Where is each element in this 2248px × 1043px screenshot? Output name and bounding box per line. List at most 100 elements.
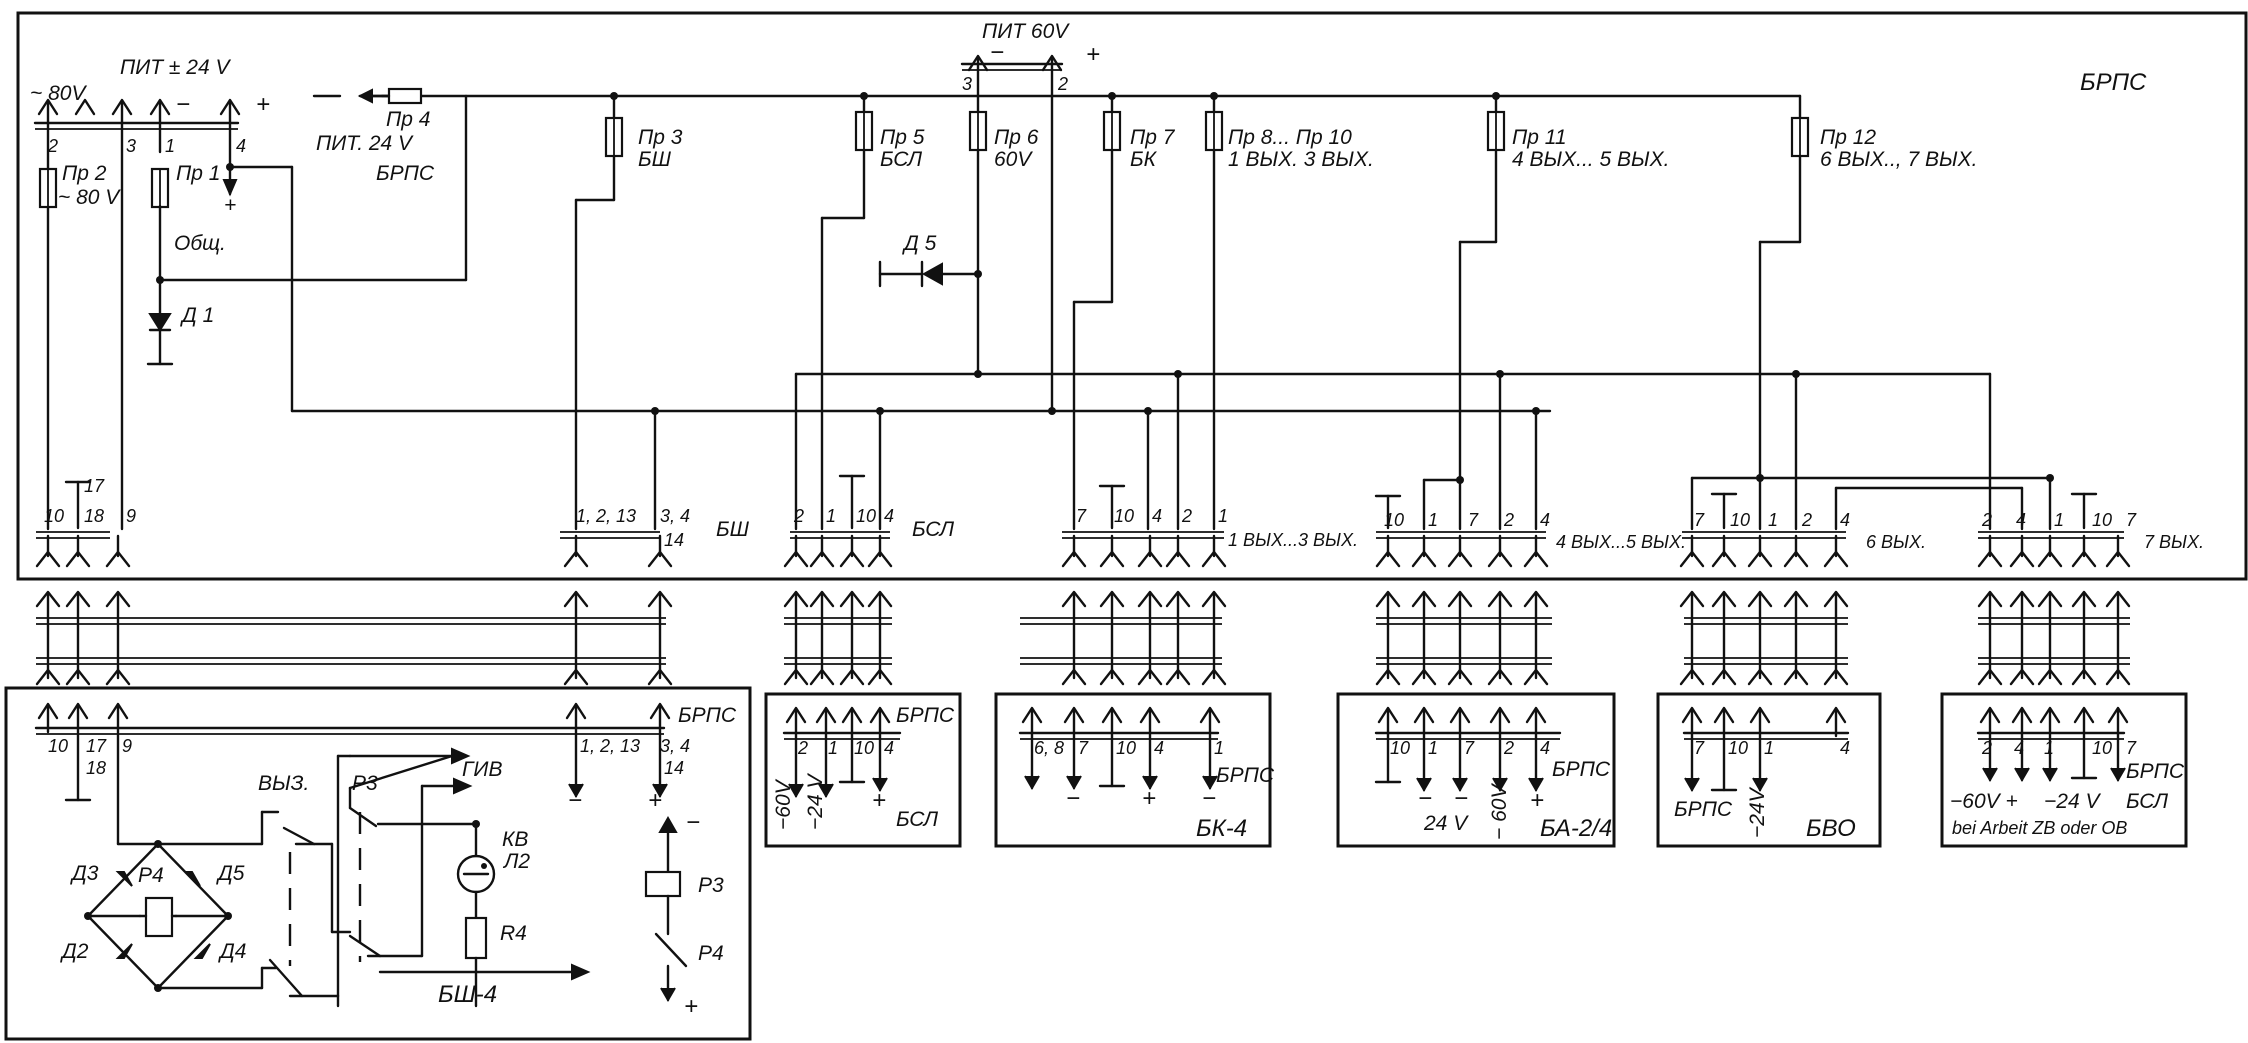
pin-arrow — [563, 550, 589, 568]
pin-arrow — [783, 550, 809, 568]
out45-pin-10: 10 — [1384, 510, 1404, 530]
pin-arrow — [1747, 550, 1773, 568]
unit-bk4: 6, 8 7 10 4 1 БРПС − + − БК-4 — [994, 692, 1275, 848]
cable-arrow-top — [2105, 590, 2131, 608]
bsl-unit-24v: −24 V — [804, 773, 827, 830]
fuse-pr3-label: Пр 3 — [638, 126, 683, 149]
out45-pin-7: 7 — [1468, 510, 1479, 530]
pin-arrow — [105, 550, 131, 568]
giv-label: ГИВ — [462, 758, 502, 781]
ba24-24v: 24 V — [1423, 812, 1469, 835]
cable-arrow-top — [105, 590, 131, 608]
cable-arrow-top — [1711, 590, 1737, 608]
p3-contact-label: Р3 — [352, 772, 378, 795]
ba24-name: БА-2/4 — [1540, 815, 1612, 842]
pin-2-label: 2 — [47, 136, 58, 156]
bk4-minus-a: − — [1066, 785, 1080, 812]
out7u-pin-4: 4 — [2014, 738, 2024, 758]
pin-arrow — [2037, 550, 2063, 568]
out45-pin-2: 2 — [1503, 510, 1514, 530]
cable-arrow-top — [1487, 590, 1513, 608]
cable-arrow-top — [1747, 590, 1773, 608]
cable-arrow-bottom — [647, 668, 673, 686]
out45-pin-1: 1 — [1428, 510, 1438, 530]
cable-arrow-bottom — [65, 668, 91, 686]
bsh4-pin-10: 10 — [48, 736, 68, 756]
fuse-pr4-label: Пр 4 — [386, 108, 430, 131]
out7-pin-4: 4 — [2016, 510, 2026, 530]
pit24-input — [312, 87, 1802, 105]
out45-pin-4: 4 — [1540, 510, 1550, 530]
out7-pin-1: 1 — [2054, 510, 2064, 530]
bsh4-pin-18: 18 — [86, 758, 106, 778]
bsh4-minus: − — [568, 787, 582, 814]
out7u-pin-2: 2 — [1981, 738, 1992, 758]
pit60-minus: − — [990, 39, 1004, 66]
out7u-brpc: БРПС — [2126, 760, 2185, 783]
pin-arrow — [809, 550, 835, 568]
l2-label: Л2 — [502, 850, 530, 873]
supply-pit24-label: ПИТ ± 24 V — [120, 56, 231, 79]
pit60-pin2: 2 — [1057, 74, 1068, 94]
pin-arrow — [1201, 550, 1227, 568]
cable-arrow-bottom — [867, 668, 893, 686]
bsl-unit-brpc: БРПС — [896, 704, 955, 727]
supply-connector-left — [33, 94, 657, 531]
bsl-unit-pin-4: 4 — [884, 738, 894, 758]
fuse-pr8-10-sub: 1 ВЫХ. 3 ВЫХ. — [1228, 148, 1374, 171]
out6-pin-1: 1 — [1768, 510, 1778, 530]
cable-arrow-top — [1411, 590, 1437, 608]
pit60-connector — [960, 54, 1064, 413]
unit-bvo: 7 10 1 4 БРПС −24V БВО — [1656, 692, 1882, 848]
fuse-pr5-label: Пр 5 — [880, 126, 925, 149]
fuse-pr7-label: Пр 7 — [1130, 126, 1176, 149]
bsl-unit-plus: + — [872, 787, 886, 814]
pin-arrow — [65, 550, 91, 568]
bsl-unit-pin-2: 2 — [797, 738, 808, 758]
pin-arrow — [1487, 550, 1513, 568]
cable-arrow-bottom — [1201, 668, 1227, 686]
out13-pin-7: 7 — [1076, 506, 1087, 526]
cable-arrow-top — [647, 590, 673, 608]
cable-arrow-bottom — [1137, 668, 1163, 686]
pin-arrow — [2105, 550, 2131, 568]
bk4-pin-1: 1 — [1214, 738, 1224, 758]
pin-arrow — [35, 550, 61, 568]
cable-arrow-top — [1061, 590, 1087, 608]
bridge-d3: Д3 — [70, 862, 99, 885]
ba24-plus: + — [1530, 787, 1544, 814]
out7-pin-10: 10 — [2092, 510, 2112, 530]
bvo-pin-4: 4 — [1840, 738, 1850, 758]
pin-arrow — [2009, 550, 2035, 568]
cable-arrow-top — [2009, 590, 2035, 608]
pin-arrow — [1447, 550, 1473, 568]
cable-arrow-top — [809, 590, 835, 608]
bsh-pin-1-2-13: 1, 2, 13 — [576, 506, 636, 526]
cable-arrow-top — [1823, 590, 1849, 608]
out13-pin-10: 10 — [1114, 506, 1134, 526]
cable-arrow-top — [1375, 590, 1401, 608]
bridge-d2: Д2 — [60, 940, 89, 963]
cable-arrow-bottom — [1411, 668, 1437, 686]
out7-pin-7: 7 — [2126, 510, 2137, 530]
bsh-pin-18: 18 — [84, 506, 104, 526]
cable-arrow-bottom — [2071, 668, 2097, 686]
out6-connector-label: 6 ВЫХ. — [1866, 532, 1926, 552]
fuse-pr6-sub: 60V — [994, 148, 1033, 171]
out7u-bsl: БСЛ — [2126, 790, 2169, 813]
pin-arrow — [1823, 550, 1849, 568]
fuse-pr7-sub: БК — [1130, 148, 1158, 171]
bsh4-name-label: БШ-4 — [438, 981, 497, 1008]
cable-arrow-top — [867, 590, 893, 608]
pin-arrow — [1061, 550, 1087, 568]
cable-arrow-bottom — [1487, 668, 1513, 686]
pin-arrow — [1137, 550, 1163, 568]
fuse-pr5-sub: БСЛ — [880, 148, 923, 171]
bridge-p4: Р4 — [138, 864, 164, 887]
pin-arrow — [1977, 550, 2003, 568]
out6-pin-10: 10 — [1730, 510, 1750, 530]
cable-arrow-top — [1137, 590, 1163, 608]
pin-arrow — [2071, 550, 2097, 568]
supply-plus-small: + — [224, 194, 236, 217]
